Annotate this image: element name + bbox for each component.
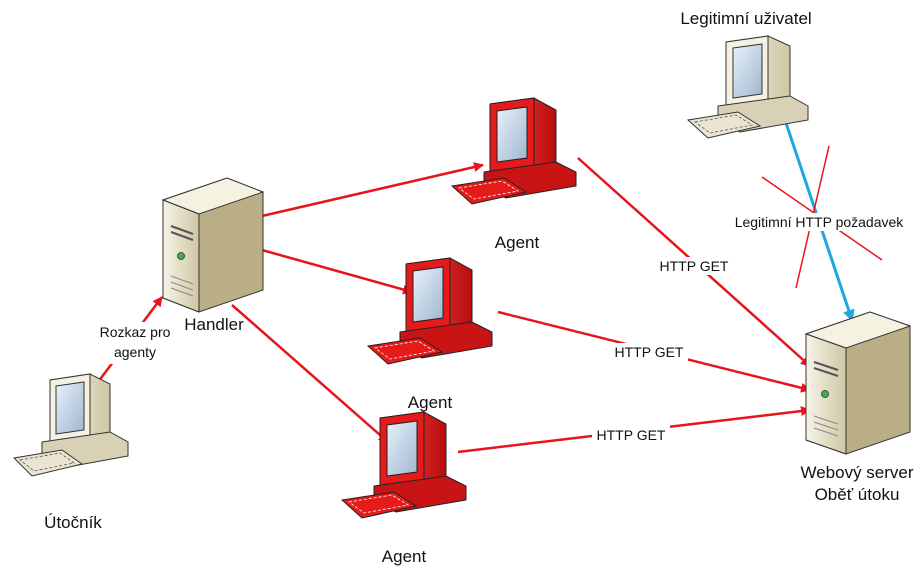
- web-server-label-line2: Oběť útoku: [815, 485, 900, 504]
- agent-top-label: Agent: [495, 233, 540, 252]
- command-label-line1: Rozkaz pro: [100, 324, 171, 340]
- http-get-bot-label: HTTP GET: [597, 427, 666, 443]
- web-server-icon: [804, 311, 912, 455]
- handler-to-agent-mid-arrow: [261, 248, 413, 295]
- legit-user-computer-icon: [686, 35, 809, 139]
- handler-server-icon: [161, 177, 265, 313]
- handler-to-agent-top-arrow: [261, 162, 484, 218]
- command-label-line2: agenty: [114, 344, 156, 360]
- agent-bot-label: Agent: [382, 547, 427, 566]
- handler-label: Handler: [184, 315, 244, 334]
- legit-user-label: Legitimní uživatel: [680, 9, 811, 28]
- legit-request-label: Legitimní HTTP požadavek: [735, 214, 905, 230]
- http-get-top-label: HTTP GET: [660, 258, 729, 274]
- handler-to-agent-bot-arrow: [231, 304, 389, 443]
- agent-bot-computer-icon: [340, 411, 467, 519]
- edge-labels: Rozkaz pro agenty HTTP GET HTTP GET HTTP…: [93, 213, 914, 443]
- attacker-computer-icon: [12, 373, 129, 477]
- agent-top-computer-icon: [450, 97, 577, 205]
- web-server-label-line1: Webový server: [800, 463, 913, 482]
- http-get-mid-label: HTTP GET: [615, 344, 684, 360]
- agent-mid-computer-icon: [366, 257, 493, 365]
- attacker-label: Útočník: [44, 513, 102, 532]
- agent-mid-label: Agent: [408, 393, 453, 412]
